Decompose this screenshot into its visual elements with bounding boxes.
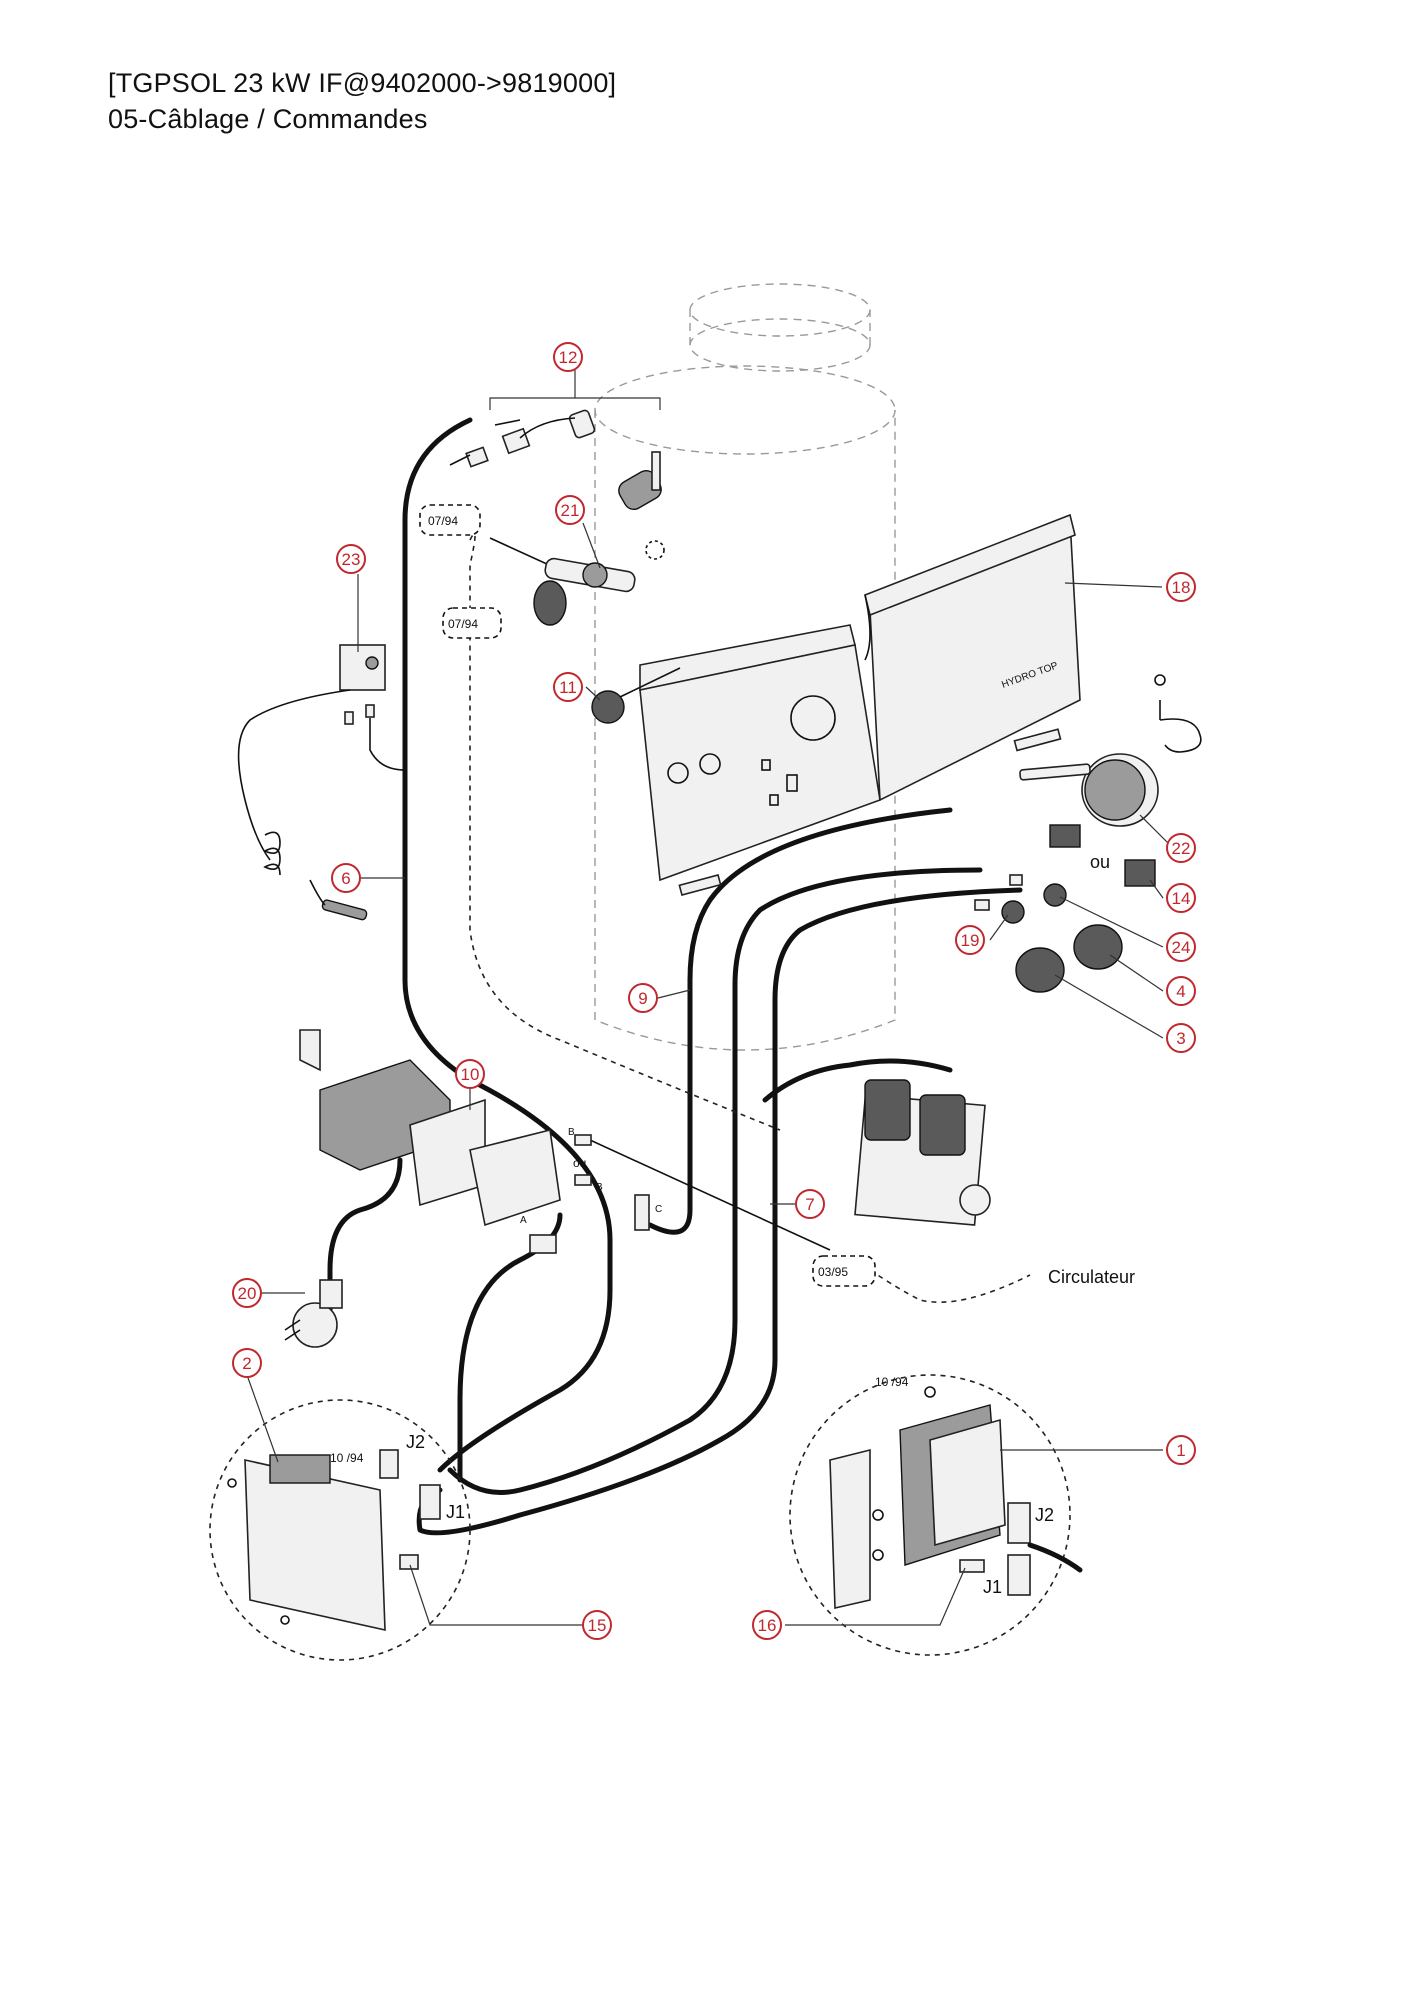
left-board-detail	[227, 1449, 441, 1632]
callout-20: 20	[232, 1278, 262, 1308]
svg-text:15: 15	[588, 1616, 607, 1635]
callout-6: 6	[331, 863, 361, 893]
svg-text:4: 4	[1176, 982, 1185, 1001]
callout-23: 23	[336, 544, 366, 574]
thermostat-bulb	[618, 451, 662, 511]
svg-text:2: 2	[242, 1354, 251, 1373]
svg-text:03/95: 03/95	[818, 1265, 848, 1279]
svg-text:6: 6	[341, 869, 350, 888]
callout-11: 11	[553, 672, 583, 702]
or-label-card: ou	[573, 1156, 586, 1170]
gas-valve	[854, 1079, 991, 1226]
circulator-wire	[869, 1269, 1031, 1303]
callouts: 12 21 23 18 11 22 14 24 6 19 4 9 3 10 7 …	[232, 342, 1196, 1640]
callout-14: 14	[1166, 883, 1196, 913]
pressure-gauge	[1019, 674, 1202, 827]
frost-thermostat	[237, 644, 406, 921]
svg-text:1: 1	[1176, 1441, 1185, 1460]
terminal-c: C	[655, 1204, 662, 1215]
callout-2: 2	[232, 1348, 262, 1378]
knobs	[1015, 924, 1123, 993]
svg-text:3: 3	[1176, 1029, 1185, 1048]
callout-1: 1	[1166, 1435, 1196, 1465]
callout-21: 21	[555, 495, 585, 525]
model-title: [TGPSOL 23 kW IF@9402000->9819000]	[108, 68, 617, 98]
terminal-a: A	[520, 1215, 527, 1226]
tank-outline	[594, 283, 896, 1051]
power-plug	[284, 1279, 343, 1348]
svg-text:9: 9	[638, 989, 647, 1008]
connector-j1-right: J1	[983, 1577, 1002, 1597]
switches	[974, 824, 1156, 924]
svg-text:12: 12	[559, 348, 578, 367]
terminal-b-top: B	[568, 1127, 575, 1138]
callout-22: 22	[1166, 833, 1196, 863]
callout-18: 18	[1166, 572, 1196, 602]
sensor-connector	[449, 409, 596, 468]
svg-text:21: 21	[561, 501, 580, 520]
callout-16: 16	[752, 1610, 782, 1640]
svg-text:24: 24	[1172, 938, 1191, 957]
svg-text:18: 18	[1172, 578, 1191, 597]
date-mark-after-1094-right: 10 /94	[875, 1375, 909, 1389]
svg-text:07/94: 07/94	[448, 617, 478, 631]
internal-wire	[469, 533, 781, 1131]
connector-j2-left: J2	[406, 1432, 425, 1452]
terminal-b-bottom: B	[596, 1182, 603, 1193]
date-mark-before-0794: 07/94	[419, 504, 481, 536]
circulator-link	[589, 1139, 831, 1251]
limit-thermostat	[489, 537, 665, 626]
callout-15: 15	[582, 1610, 612, 1640]
date-mark-before-0395: 03/95	[812, 1255, 876, 1287]
svg-text:22: 22	[1172, 839, 1191, 858]
connector-j2-right: J2	[1035, 1505, 1054, 1525]
right-board-detail	[829, 1386, 1083, 1609]
detail-circle-left	[209, 1399, 471, 1661]
callout-24: 24	[1166, 932, 1196, 962]
svg-text:19: 19	[961, 931, 980, 950]
callout-10: 10	[455, 1059, 485, 1089]
svg-text:14: 14	[1172, 889, 1191, 908]
callout-19: 19	[955, 925, 985, 955]
callout-12: 12	[553, 342, 583, 372]
svg-text:10: 10	[461, 1065, 480, 1084]
or-label-switch: ou	[1090, 852, 1110, 872]
leader-lines	[246, 522, 1174, 1626]
connector-j1-left: J1	[446, 1502, 465, 1522]
svg-text:07/94: 07/94	[428, 514, 458, 528]
svg-text:7: 7	[805, 1195, 814, 1214]
section-title: 05-Câblage / Commandes	[108, 104, 428, 134]
date-mark-after-0794: 07/94	[442, 607, 502, 639]
cable-harness	[327, 417, 1023, 1536]
callout-7: 7	[795, 1189, 825, 1219]
bracket-12	[489, 397, 661, 410]
callout-3: 3	[1166, 1023, 1196, 1053]
svg-text:16: 16	[758, 1616, 777, 1635]
svg-text:23: 23	[342, 550, 361, 569]
callout-4: 4	[1166, 976, 1196, 1006]
callout-9: 9	[628, 983, 658, 1013]
circulator-label: Circulateur	[1048, 1267, 1135, 1287]
control-panel: HYDRO TOP	[591, 513, 1081, 896]
detail-circle-right	[789, 1374, 1071, 1656]
svg-text:20: 20	[238, 1284, 257, 1303]
electronic-board	[299, 1029, 650, 1254]
date-mark-after-1094-left: 10 /94	[330, 1451, 364, 1465]
svg-text:11: 11	[559, 678, 577, 697]
